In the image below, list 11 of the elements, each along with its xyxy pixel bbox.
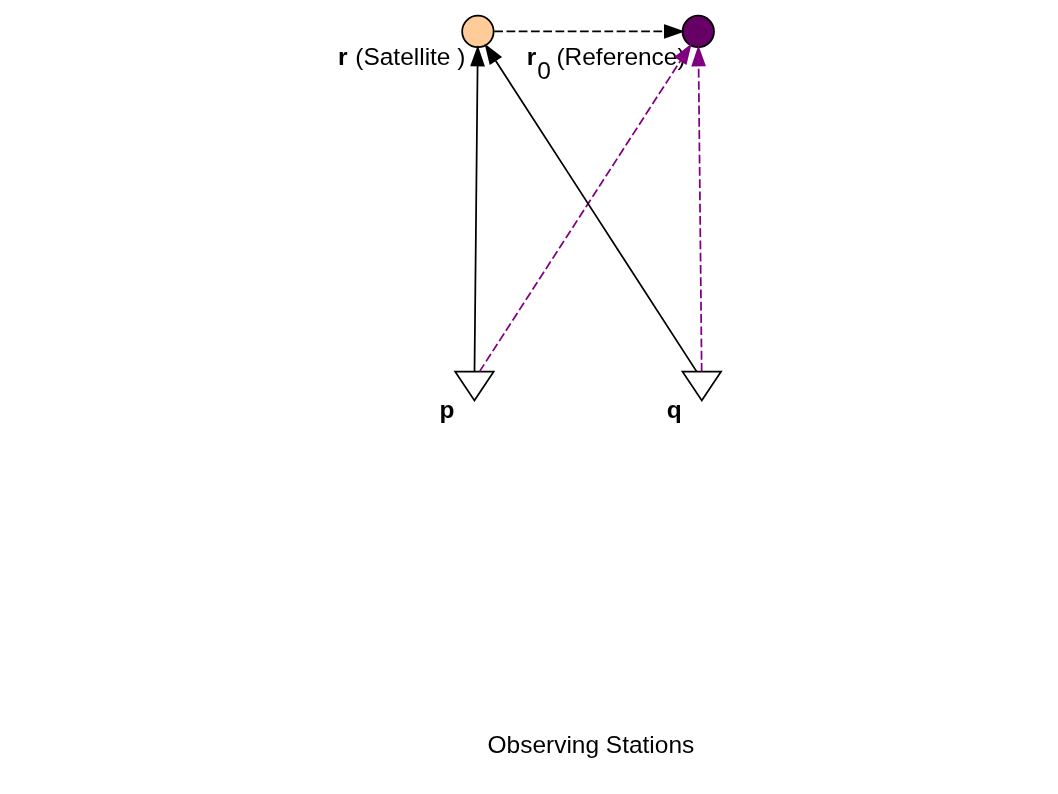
arrow — [469, 45, 485, 373]
picture — [680, 370, 723, 403]
node-label: r (Satellite ) — [337, 43, 465, 71]
node-circle — [460, 14, 495, 49]
label: Observing Stations — [487, 731, 694, 759]
node-label: q — [666, 396, 682, 424]
node-label: p — [438, 396, 454, 424]
picture — [453, 370, 495, 403]
arrow — [492, 24, 685, 39]
arrow — [690, 45, 706, 373]
node-circle — [681, 14, 715, 49]
